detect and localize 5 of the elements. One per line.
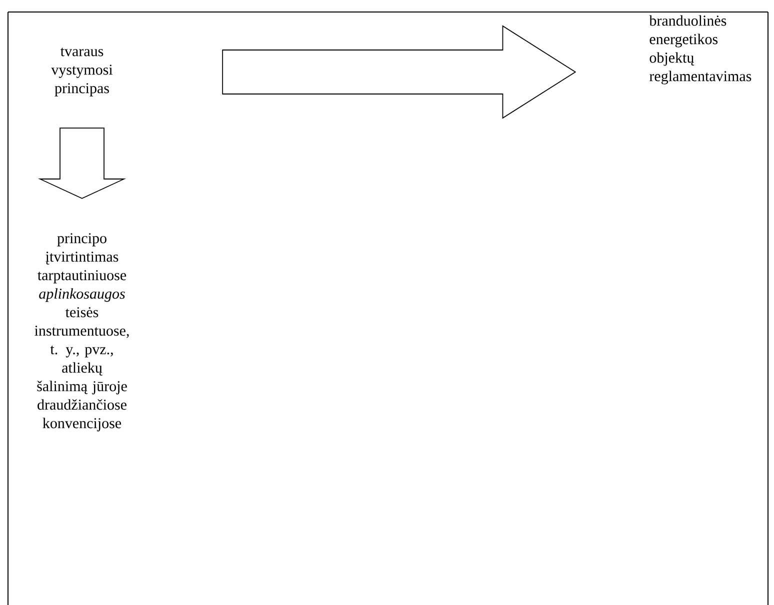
text-label: branduolinės energetikos objektų reglamentavimas: [649, 15, 752, 84]
text-label: principo įtvirtintimas tarptautiniuose aplinkosaugos teisės instrumentuose, t. y., pvz., atliekų šalinimą jūroje draudžiančiose konvencijose: [34, 233, 129, 432]
block-arrow: [222, 25, 576, 119]
block-arrow: [38, 128, 126, 199]
text-label: tvaraus vystymosi principas: [51, 48, 113, 96]
